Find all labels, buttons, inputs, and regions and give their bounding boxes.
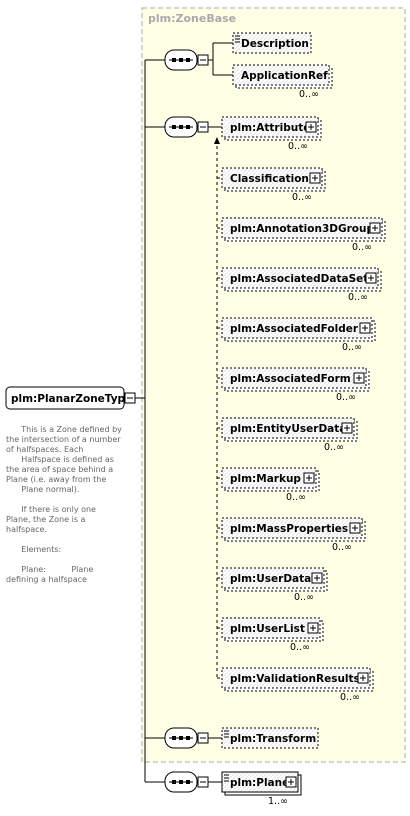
documentation-line: defining a halfspace — [6, 575, 87, 584]
documentation-line: This is a Zone defined by — [6, 425, 122, 434]
element-associateddataset[interactable]: plm:AssociatedDataSet 0..∞ — [221, 267, 382, 303]
element-associatedform[interactable]: plm:AssociatedForm 0..∞ — [221, 367, 370, 403]
expand-icon[interactable] — [369, 222, 381, 234]
element-transform[interactable]: plm:Transform — [221, 727, 319, 749]
documentation-line: Plane, the Zone is a — [6, 515, 86, 524]
sequence-icon-3[interactable] — [145, 727, 213, 749]
documentation-line: If there is only one — [6, 505, 96, 514]
cardinality: 0..∞ — [332, 542, 352, 553]
documentation-line: of halfspaces. Each — [6, 445, 84, 454]
cardinality: 0..∞ — [290, 642, 310, 653]
documentation-line — [6, 555, 134, 565]
cardinality: 1..∞ — [268, 796, 288, 807]
element-label: ApplicationRef — [241, 70, 328, 82]
element-entityuserdata[interactable]: plm:EntityUserData 0..∞ — [221, 417, 358, 453]
expand-icon[interactable] — [303, 472, 315, 484]
element-label: plm:Transform — [230, 733, 316, 745]
element-label: plm:Attribute — [230, 122, 310, 134]
cardinality: 0..∞ — [288, 141, 308, 152]
documentation-line: the area of space behind a — [6, 465, 114, 474]
element-massproperties[interactable]: plm:MassProperties 0..∞ — [221, 517, 366, 553]
element-annotation3dgroup[interactable]: plm:Annotation3DGroup 0..∞ — [221, 217, 386, 253]
expand-icon[interactable] — [365, 272, 377, 284]
element-associatedfolder[interactable]: plm:AssociatedFolder 0..∞ — [221, 317, 376, 353]
expand-icon[interactable] — [353, 372, 365, 384]
cardinality: 0..∞ — [352, 242, 372, 253]
element-label: plm:AssociatedFolder — [230, 323, 359, 335]
element-label: plm:UserList — [230, 623, 305, 635]
element-label: Classification — [230, 173, 309, 185]
root-element[interactable]: plm:PlanarZoneType — [5, 386, 136, 410]
element-attribute[interactable]: plm:Attribute 0..∞ — [221, 116, 322, 152]
element-label: plm:UserData — [230, 573, 311, 585]
cardinality: 0..∞ — [348, 292, 368, 303]
expand-icon[interactable] — [357, 672, 369, 684]
group-label: plm:ZoneBase — [148, 12, 236, 25]
element-label: plm:EntityUserData — [230, 423, 346, 435]
element-validationresults[interactable]: plm:ValidationResults 0..∞ — [221, 667, 374, 703]
expand-icon[interactable] — [309, 172, 321, 184]
expand-icon[interactable] — [307, 622, 319, 634]
documentation-line: Halfspace is defined as — [6, 455, 114, 464]
cardinality: 0..∞ — [294, 592, 314, 603]
element-label: Description — [241, 38, 309, 50]
expand-icon[interactable] — [311, 572, 323, 584]
element-userlist[interactable]: plm:UserList 0..∞ — [221, 617, 324, 653]
documentation-line: the intersection of a number — [6, 435, 121, 444]
element-markup[interactable]: plm:Markup 0..∞ — [221, 467, 320, 503]
sequence-icon-4[interactable] — [145, 771, 213, 793]
element-boxes: DescriptionApplicationRef0..∞plm:Attribu… — [221, 32, 386, 807]
documentation-line: halfspace. — [6, 525, 48, 534]
element-label: plm:Markup — [230, 473, 301, 485]
element-plane[interactable]: plm:Plane 1..∞ — [221, 771, 302, 807]
element-userdata[interactable]: plm:UserData 0..∞ — [221, 567, 328, 603]
documentation-line — [6, 495, 134, 505]
documentation-line: Plane: Plane — [6, 565, 94, 574]
expand-icon[interactable] — [285, 776, 297, 788]
element-applicationref[interactable]: ApplicationRef 0..∞ — [232, 64, 333, 100]
documentation-line: Plane normal). — [6, 485, 80, 494]
element-description[interactable]: Description — [232, 32, 312, 54]
cardinality: 0..∞ — [299, 89, 319, 100]
element-classification[interactable]: Classification 0..∞ — [221, 167, 326, 203]
expand-icon[interactable] — [305, 121, 317, 133]
element-label: plm:AssociatedDataSet — [230, 273, 368, 285]
cardinality: 0..∞ — [292, 192, 312, 203]
sequence-icon-2[interactable] — [145, 116, 213, 138]
element-label: plm:AssociatedForm — [230, 373, 351, 385]
documentation-line: Elements: — [6, 545, 62, 554]
cardinality: 0..∞ — [340, 692, 360, 703]
documentation-line — [6, 535, 134, 545]
root-label: plm:PlanarZoneType — [11, 393, 132, 405]
element-label: plm:Annotation3DGroup — [230, 223, 374, 235]
element-label: plm:ValidationResults — [230, 673, 360, 685]
cardinality: 0..∞ — [324, 442, 344, 453]
cardinality: 0..∞ — [286, 492, 306, 503]
expand-icon[interactable] — [341, 422, 353, 434]
expand-icon[interactable] — [359, 322, 371, 334]
sequence-compositors — [144, 42, 233, 793]
cardinality: 0..∞ — [342, 342, 362, 353]
element-label: plm:Plane — [230, 777, 289, 789]
expand-icon[interactable] — [349, 522, 361, 534]
cardinality: 0..∞ — [336, 392, 356, 403]
sequence-icon-1[interactable] — [145, 49, 213, 71]
documentation-line: Plane (i.e. away from the — [6, 475, 107, 484]
element-label: plm:MassProperties — [230, 523, 348, 535]
